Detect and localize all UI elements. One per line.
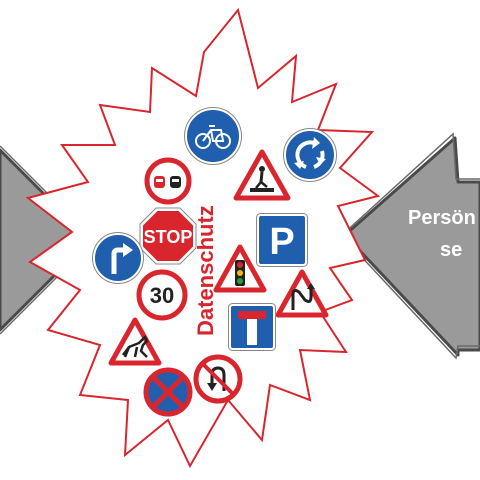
speed-limit-text: 30 — [150, 283, 174, 308]
bicycle-sign-icon — [184, 107, 242, 165]
traffic-light-warning-sign-icon — [213, 244, 267, 293]
roundabout-sign-icon — [283, 128, 337, 182]
parking-sign-icon: P — [256, 213, 308, 267]
stop-sign-icon: STOP — [139, 207, 197, 265]
datenschutz-label: Datenschutz — [193, 205, 218, 336]
speed-limit-30-sign-icon: 30 — [136, 269, 188, 321]
no-u-turn-sign-icon — [193, 354, 243, 404]
double-curve-sign-icon — [275, 269, 329, 318]
stop-sign-text: STOP — [144, 227, 193, 247]
right-arrow: Persön se — [341, 132, 480, 360]
parking-sign-letter: P — [269, 221, 294, 263]
deer-crossing-sign-icon — [108, 317, 162, 366]
no-overtaking-sign-icon — [144, 157, 192, 205]
right-arrow-text-line1: Persön — [408, 207, 476, 229]
no-stopping-sign-icon — [143, 367, 193, 417]
dead-end-sign-icon — [228, 303, 276, 351]
pedestrian-crossing-sign-icon — [233, 149, 291, 201]
turn-right-sign-icon — [92, 232, 144, 284]
right-arrow-text-line2: se — [440, 239, 462, 261]
